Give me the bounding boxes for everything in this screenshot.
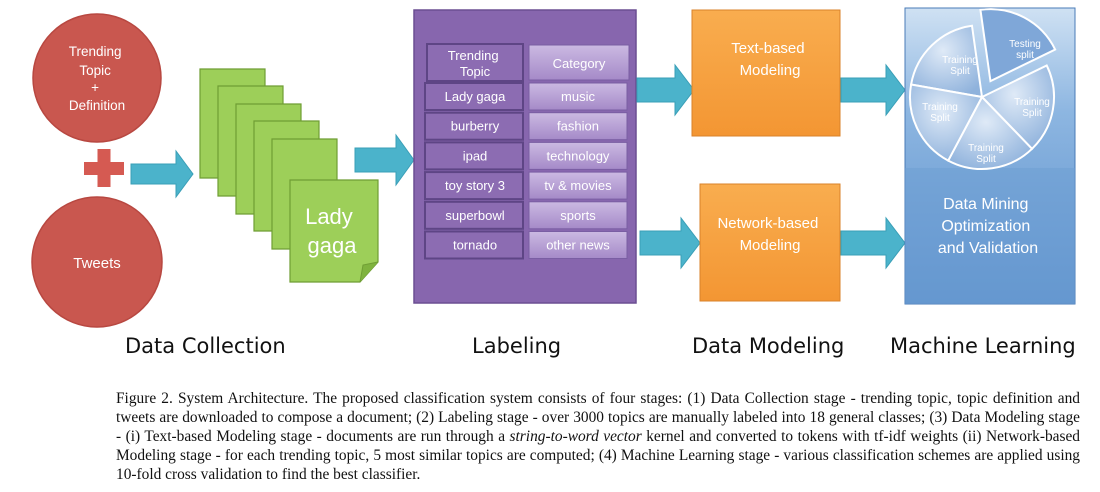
- caption-text-start: Figure 2. System Architecture. The propo…: [116, 390, 1080, 445]
- arrow-docs-to-labeling: [354, 133, 415, 187]
- ml-box-text: Data Mining Optimization and Validation: [938, 196, 1038, 257]
- topic-cell: [424, 200, 524, 230]
- topic-cell: [424, 171, 524, 201]
- pie-slice: [980, 64, 1055, 151]
- category-cell: [528, 231, 628, 259]
- arrow-collection-to-docs: [130, 149, 194, 199]
- topic-text: tornado: [453, 238, 497, 253]
- network-based-modeling-box: Network-based Modeling: [699, 183, 841, 302]
- topic-cell: [424, 111, 524, 141]
- topic-text: superbowl: [445, 208, 504, 223]
- text-modeling-text: Text-based Modeling: [731, 40, 809, 79]
- header-topic-cell: [426, 43, 524, 82]
- pie-slice: [909, 24, 984, 99]
- arrow-text-modeling-to-ml: [840, 63, 906, 117]
- caption-italic-term: string-to-word vector: [509, 428, 642, 445]
- caption-text-end: kernel and converted to tokens with tf-i…: [116, 428, 1080, 483]
- category-text: sports: [560, 208, 596, 223]
- category-text: other news: [546, 238, 610, 253]
- tweets-text: Tweets: [73, 255, 121, 272]
- topic-cell: [424, 230, 524, 260]
- system-architecture-diagram: Trending Topic + Definition Tweets Lady …: [31, 7, 1076, 328]
- trending-topic-text: Trending Topic + Definition: [69, 44, 126, 113]
- category-text: technology: [547, 148, 610, 163]
- topic-text: toy story 3: [445, 178, 505, 193]
- pie-slice: [979, 8, 1057, 83]
- category-cell: [528, 112, 628, 141]
- topic-text: ipad: [463, 148, 488, 163]
- category-cell: [528, 141, 628, 170]
- tweets-circle: Tweets: [31, 196, 163, 328]
- category-cell: [528, 171, 628, 200]
- arrow-labeling-to-text-modeling: [636, 63, 695, 117]
- arrow-labeling-to-network-modeling: [639, 216, 701, 270]
- network-modeling-text: Network-based Modeling: [717, 215, 822, 254]
- category-cell: [528, 201, 628, 230]
- document-stack: Lady gaga: [199, 68, 379, 283]
- topic-cell: [424, 141, 524, 171]
- header-topic-text: Trending Topic: [448, 48, 502, 79]
- trending-topic-circle: Trending Topic + Definition: [32, 13, 162, 143]
- stage-label-machine-learning: Machine Learning: [890, 334, 1076, 358]
- figure-caption: Figure 2. System Architecture. The propo…: [116, 389, 1080, 484]
- category-text: tv & movies: [544, 178, 612, 193]
- topic-cell: [424, 82, 524, 111]
- topic-text: burberry: [451, 119, 500, 134]
- category-text: fashion: [557, 119, 599, 134]
- topic-text: Lady gaga: [445, 89, 506, 104]
- plus-icon: [84, 149, 124, 187]
- category-cell: [528, 82, 628, 111]
- arrow-network-modeling-to-ml: [840, 216, 906, 270]
- text-based-modeling-box: Text-based Modeling: [691, 9, 841, 137]
- pie-slice: [909, 83, 984, 162]
- pie-slice: [946, 95, 1034, 170]
- stage-label-data-collection: Data Collection: [125, 334, 286, 358]
- header-category-text: Category: [553, 56, 606, 71]
- document-text: Lady gaga: [305, 204, 359, 258]
- labeling-panel: Trending Topic Category Lady gaga music bu…: [413, 9, 637, 304]
- header-category-cell: [528, 44, 630, 81]
- stage-label-labeling: Labeling: [472, 334, 562, 358]
- stage-label-data-modeling: Data Modeling: [692, 334, 845, 358]
- category-text: music: [561, 89, 595, 104]
